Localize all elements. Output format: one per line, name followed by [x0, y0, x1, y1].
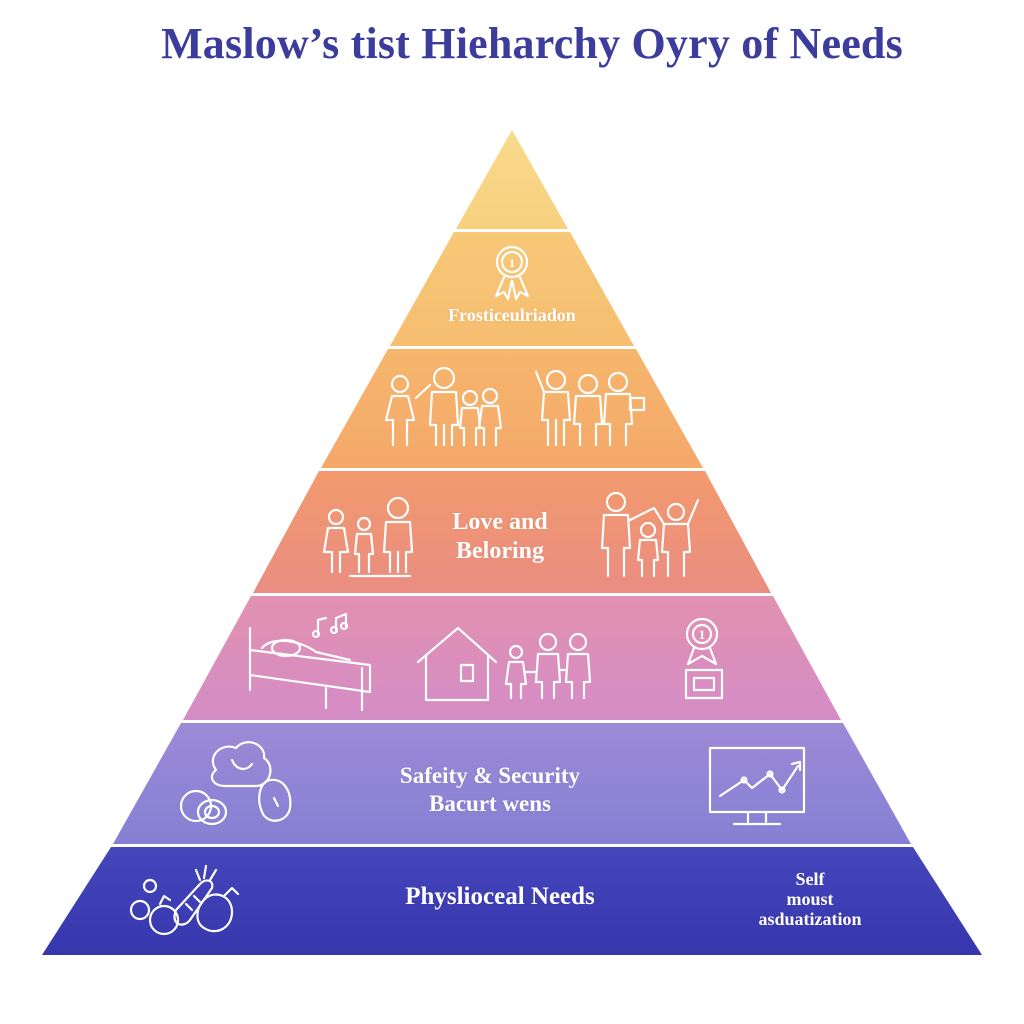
award-ribbon-icon: 1 — [494, 245, 530, 301]
fruits-vegetables-icon — [129, 864, 240, 936]
level-7-side-line3: asduatization — [758, 908, 862, 929]
level-2-band — [390, 232, 634, 346]
bed-sleep-icon — [248, 612, 372, 712]
level-5-band — [183, 596, 841, 720]
level-1-band — [456, 130, 568, 229]
level-4-label-line2: Beloring — [456, 537, 544, 564]
svg-text:1: 1 — [699, 627, 706, 642]
level-7-label: Physlioceal Needs — [405, 883, 595, 910]
celebrating-group-icon — [600, 491, 700, 578]
level-7-side-line2: moust — [786, 888, 834, 909]
friends-group-icon — [534, 369, 646, 447]
level-4-label-line1: Love and — [452, 509, 548, 535]
level-4-label: Love and Beloring — [400, 508, 600, 566]
level-6-label-line1: Safeity & Security — [399, 763, 581, 788]
svg-text:1: 1 — [509, 256, 515, 270]
level-6-label: Safeity & Security Bacurt wens — [340, 762, 640, 817]
level-2-label: Frosticeulriadon — [448, 305, 576, 325]
level-6-band — [113, 723, 911, 844]
people-holding-hands-icon — [504, 632, 592, 700]
level-7-side-line1: Self — [795, 869, 825, 889]
family-group-icon — [384, 366, 503, 447]
vegetables-icon — [179, 741, 292, 826]
level-7-side-label: Self moust asduatization — [730, 869, 890, 929]
family-icon — [322, 496, 414, 578]
level-7-band — [42, 847, 982, 955]
trophy-award-icon: 1 — [684, 617, 724, 700]
diagram-title: Maslow’s tist Hieharchy Oyry of Needs — [161, 19, 903, 68]
level-6-label-line2: Bacurt wens — [428, 790, 552, 816]
house-icon — [416, 626, 498, 702]
growth-chart-monitor-icon — [708, 746, 806, 826]
level-3-band — [321, 349, 703, 468]
